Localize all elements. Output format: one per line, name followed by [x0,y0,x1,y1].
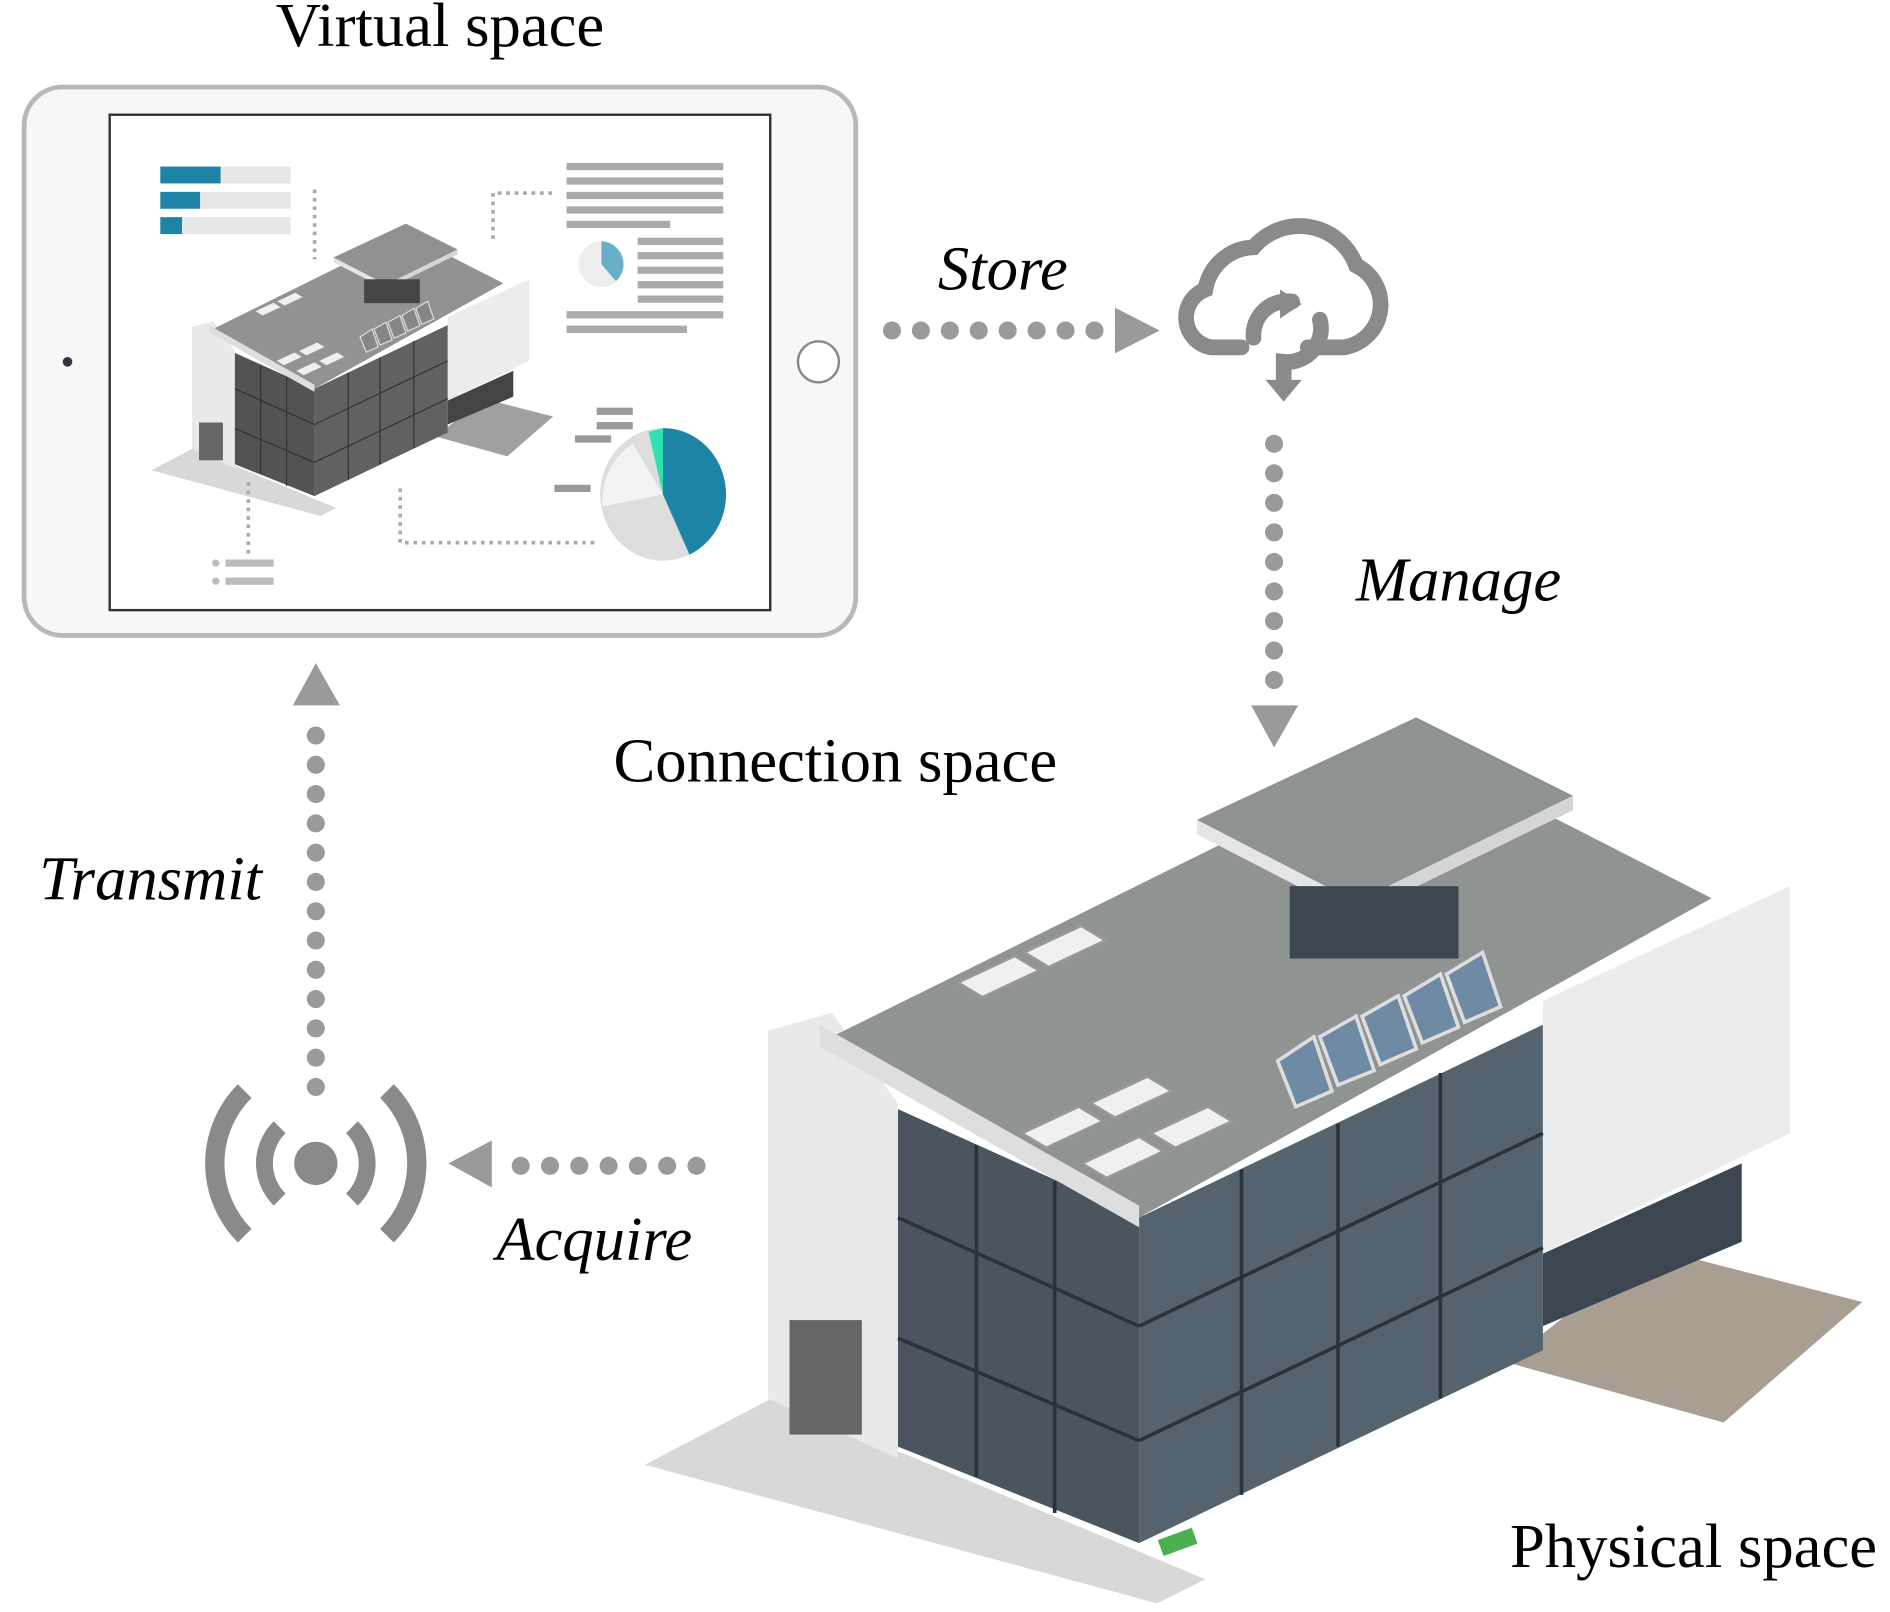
physical-space-title: Physical space [1510,1511,1877,1581]
connection-space-title: Connection space [613,725,1057,795]
manage-arrow [1251,434,1299,748]
transmit-label: Transmit [39,843,263,913]
acquire-label: Acquire [492,1204,692,1274]
acquire-arrow [448,1140,735,1188]
wireless-signal-icon [215,1091,417,1236]
transmit-arrow [292,663,340,1097]
building-icon [643,715,1865,1606]
cloud-sync-icon [1178,218,1389,402]
tablet-screen-dashboard [150,162,727,585]
manage-label: Manage [1355,544,1561,614]
store-label: Store [938,234,1068,304]
store-arrow [882,307,1160,354]
virtual-space-title: Virtual space [276,0,605,60]
